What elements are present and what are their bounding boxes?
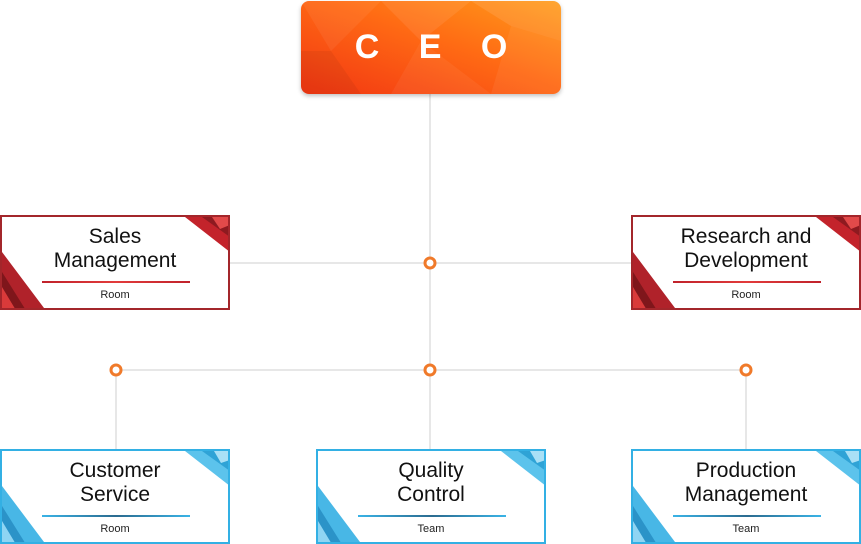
card-subtitle: Room	[731, 289, 761, 301]
blue-corner-decoration	[633, 451, 859, 542]
card-title: Customer Service	[2, 459, 228, 507]
ceo-box: C E O	[301, 1, 561, 94]
card-subtitle: Room	[100, 523, 130, 535]
team-junction-node-right	[739, 363, 753, 377]
card-title: Sales Management	[2, 225, 228, 273]
card-title-line1: Quality	[398, 459, 464, 482]
red-corner-decoration	[633, 217, 859, 308]
card-title: Research and Development	[633, 225, 859, 273]
card-title-line1: Research and	[680, 225, 812, 248]
team-card-production-management: Production Management Team	[631, 449, 861, 544]
card-title-line2: Development	[684, 249, 808, 272]
card-title-line2: Control	[397, 483, 465, 506]
team-card-customer-service: Customer Service Room	[0, 449, 230, 544]
department-junction-node	[423, 256, 437, 270]
card-divider	[42, 515, 190, 517]
card-title-line1: Production	[695, 459, 797, 482]
blue-corner-decoration	[2, 451, 228, 542]
card-title-line2: Management	[684, 483, 808, 506]
card-title-line1: Sales	[88, 225, 142, 248]
card-divider	[673, 281, 821, 283]
team-card-quality-control: Quality Control Team	[316, 449, 546, 544]
card-subtitle: Team	[417, 523, 445, 535]
card-subtitle: Room	[100, 289, 130, 301]
card-divider	[358, 515, 506, 517]
ceo-title: C E O	[354, 28, 523, 66]
dept-card-sales-management: Sales Management Room	[0, 215, 230, 310]
team-junction-node-center	[423, 363, 437, 377]
card-title: Quality Control	[318, 459, 544, 507]
card-title-line2: Management	[53, 249, 177, 272]
ceo-low-poly-texture	[301, 1, 561, 94]
card-title: Production Management	[633, 459, 859, 507]
card-title-line2: Service	[79, 483, 151, 506]
card-title-line1: Customer	[69, 459, 161, 482]
blue-corner-decoration	[318, 451, 544, 542]
dept-card-research-development: Research and Development Room	[631, 215, 861, 310]
red-corner-decoration	[2, 217, 228, 308]
card-subtitle: Team	[732, 523, 760, 535]
card-divider	[673, 515, 821, 517]
card-divider	[42, 281, 190, 283]
team-junction-node-left	[109, 363, 123, 377]
